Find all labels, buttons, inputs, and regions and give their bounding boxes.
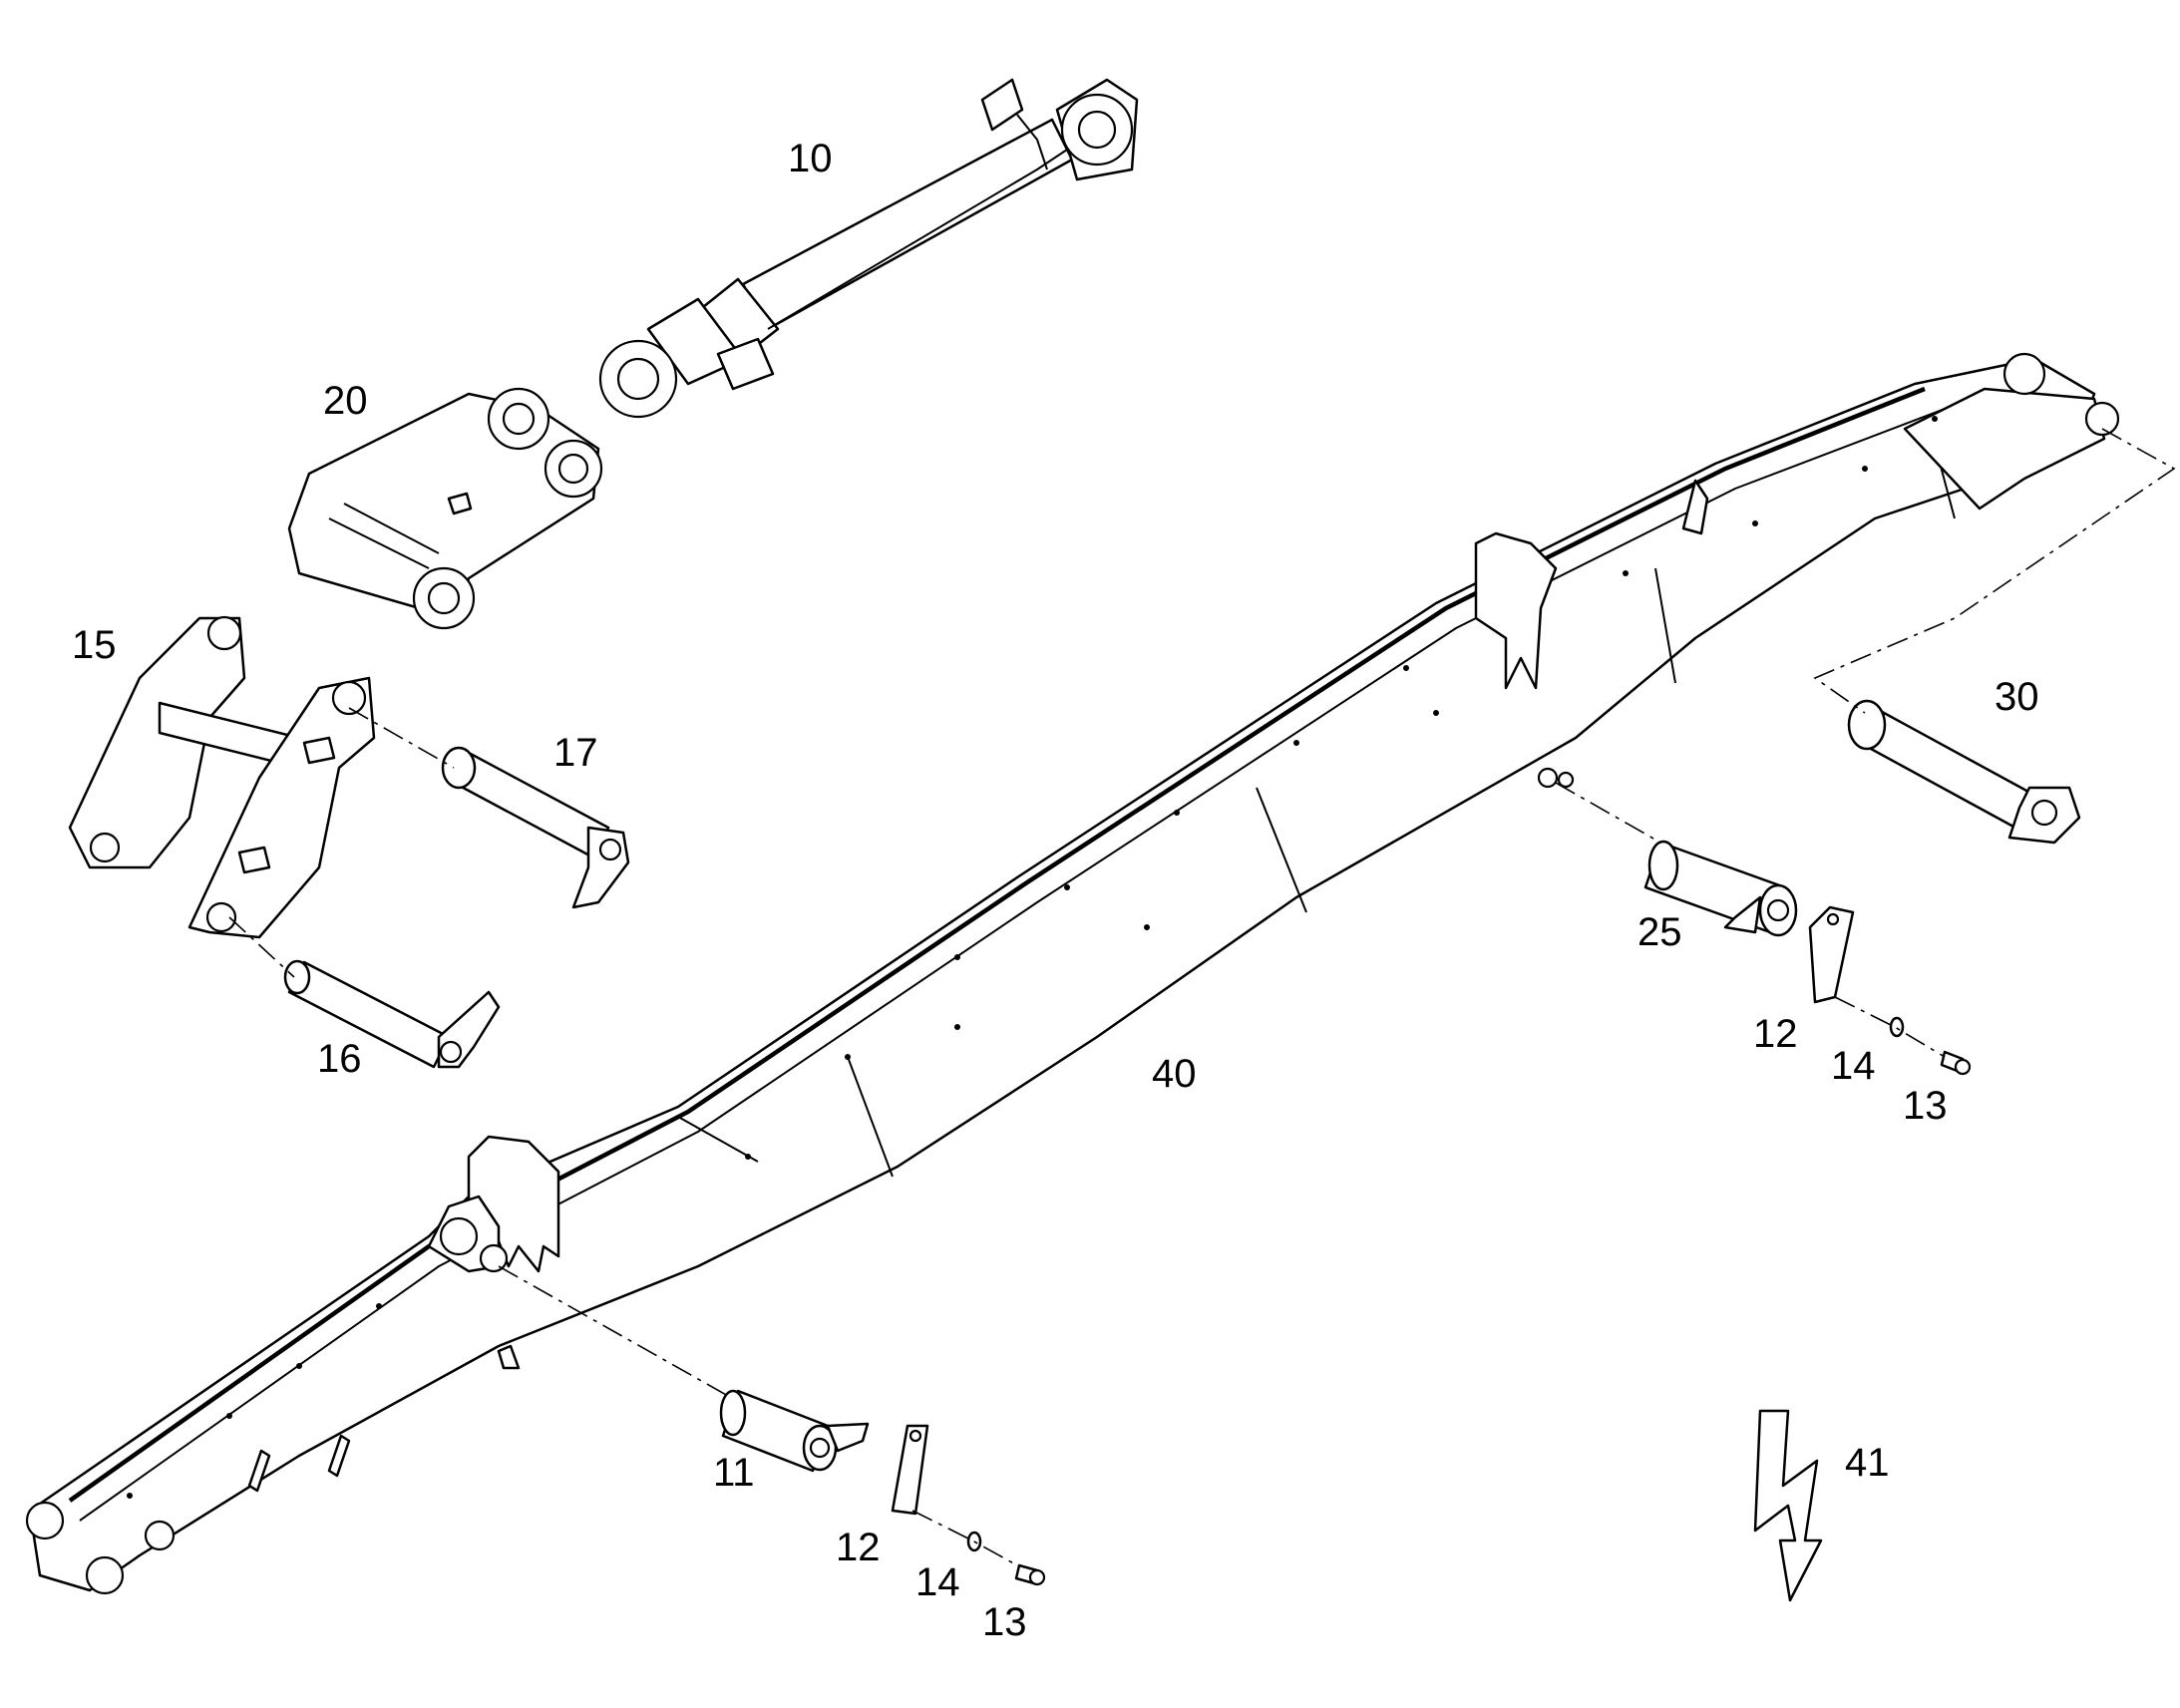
washer-14-upper[interactable] (1889, 1016, 1905, 1038)
boom-arm[interactable] (25, 352, 2120, 1595)
plate-12-upper[interactable] (1808, 905, 1855, 1004)
callout-30: 30 (1995, 675, 2039, 719)
lightning-arrow-icon (1753, 1409, 1823, 1602)
callout-10: 10 (788, 137, 833, 180)
callout-14-upper: 14 (1831, 1044, 1876, 1088)
pin-30[interactable] (1847, 699, 2081, 845)
callout-13-lower: 13 (982, 1600, 1027, 1644)
callout-labels: 10 20 15 17 16 30 25 12 14 13 40 11 12 1… (72, 137, 2039, 1644)
callout-40: 40 (1152, 1052, 1197, 1096)
callout-16: 16 (317, 1037, 362, 1081)
callout-13-upper: 13 (1903, 1084, 1948, 1128)
pin-17[interactable] (441, 746, 630, 909)
linkage-bracket[interactable] (287, 387, 603, 630)
callout-20: 20 (323, 379, 368, 423)
bolt-13-upper[interactable] (1940, 1050, 1972, 1076)
callout-17: 17 (553, 731, 598, 775)
callout-14-lower: 14 (915, 1560, 960, 1604)
h-link[interactable] (68, 615, 376, 939)
pin-11[interactable] (719, 1389, 870, 1473)
bolt-13-lower[interactable] (1014, 1563, 1046, 1586)
plate-12-lower[interactable] (891, 1424, 929, 1516)
callout-12-lower: 12 (836, 1526, 881, 1569)
callout-12-upper: 12 (1753, 1012, 1798, 1056)
callout-41: 41 (1845, 1441, 1890, 1485)
pin-16[interactable] (283, 959, 501, 1069)
callout-15: 15 (72, 623, 117, 667)
callout-11: 11 (713, 1451, 755, 1495)
center-lines (228, 428, 2176, 1566)
hydraulic-cylinder[interactable] (598, 78, 1139, 419)
pin-25[interactable] (1643, 840, 1798, 937)
callout-25: 25 (1637, 910, 1682, 954)
